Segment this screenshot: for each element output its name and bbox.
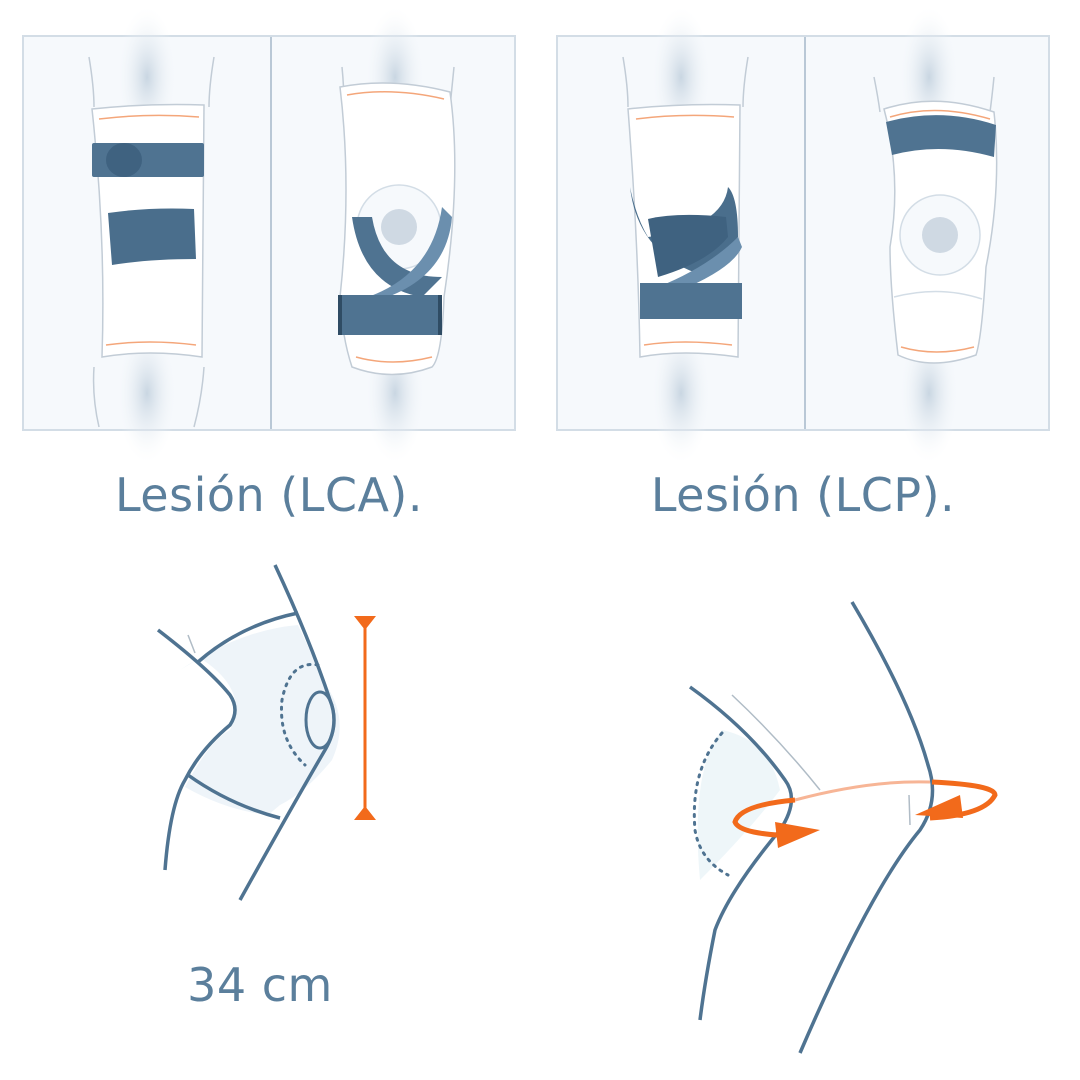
lcp-back-brace-icon: [873, 7, 998, 463]
lca-illustration-panel: [22, 7, 516, 463]
knee-measurement-icon: [156, 564, 376, 901]
lca-front-brace-icon: [88, 7, 215, 463]
measurement-value: 34 cm: [187, 958, 333, 1012]
panel-divider: [270, 37, 272, 429]
panel-divider: [804, 37, 806, 429]
knee-circumference-icon: [688, 601, 998, 1054]
lca-back-brace-icon: [338, 7, 456, 463]
lca-label: Lesión (LCA).: [114, 468, 423, 522]
lcp-front-brace-icon: [622, 7, 749, 463]
lcp-illustration-panel: [556, 7, 1050, 463]
lcp-label: Lesión (LCP).: [650, 468, 956, 522]
